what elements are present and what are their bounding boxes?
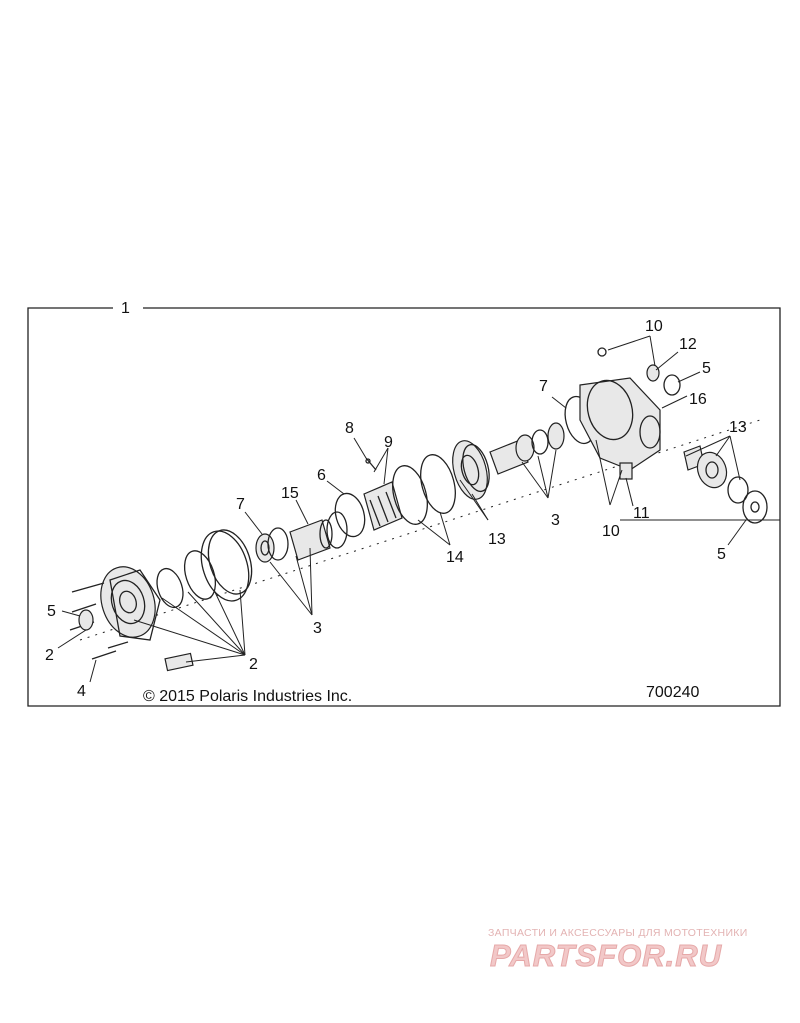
vent-fitting [646,364,660,382]
pin [365,457,377,471]
callout-14: 14 [446,549,464,566]
callout-6: 6 [317,467,326,484]
callout-2-bottom: 2 [249,656,258,673]
clutch-plates [392,454,456,525]
spline-shaft [289,511,348,561]
seal-top [663,374,681,396]
output-shaft-bearings [489,422,565,475]
callout-16: 16 [689,391,707,408]
callout-15: 15 [281,485,299,502]
figure-number: 700240 [646,684,699,701]
leader-lines [57,335,780,683]
rear-housing [579,347,661,471]
pinion-bearing [683,445,768,524]
callout-1: 1 [121,300,130,317]
thrust-plate [334,492,366,538]
callout-11: 11 [633,505,650,522]
callout-3-mid: 3 [551,512,560,529]
shims-gaskets [156,529,253,672]
callout-labels: 10 12 5 16 7 13 8 9 6 15 7 3 10 11 13 14… [45,318,747,700]
callout-13-mid: 13 [488,531,506,548]
callout-4: 4 [77,683,86,700]
callout-5-top: 5 [702,360,711,377]
callout-9: 9 [384,434,393,451]
callout-5-right: 5 [717,546,726,563]
watermark-logo: PARTSFOR.RU [489,938,723,974]
watermark-tagline: ЗАПЧАСТИ И АКСЕССУАРЫ ДЛЯ МОТОТЕХНИКИ [488,927,748,939]
callout-12: 12 [679,336,697,353]
callout-5-left: 5 [47,603,56,620]
callout-10-bottom: 10 [602,523,620,540]
diagram-frame [27,307,781,707]
callout-13-right: 13 [729,419,747,436]
roller-cage [363,481,403,531]
bearing-left [255,527,289,563]
callout-7-left: 7 [236,496,245,513]
callout-7-right: 7 [539,378,548,395]
callout-10-top: 10 [645,318,663,335]
ring-gear [452,440,490,500]
front-cover-housing [100,566,161,641]
callout-3-low: 3 [313,620,322,637]
seal-left [78,609,94,631]
copyright-text: © 2015 Polaris Industries Inc. [143,688,352,705]
callout-8: 8 [345,420,354,437]
callout-2-left: 2 [45,647,54,664]
